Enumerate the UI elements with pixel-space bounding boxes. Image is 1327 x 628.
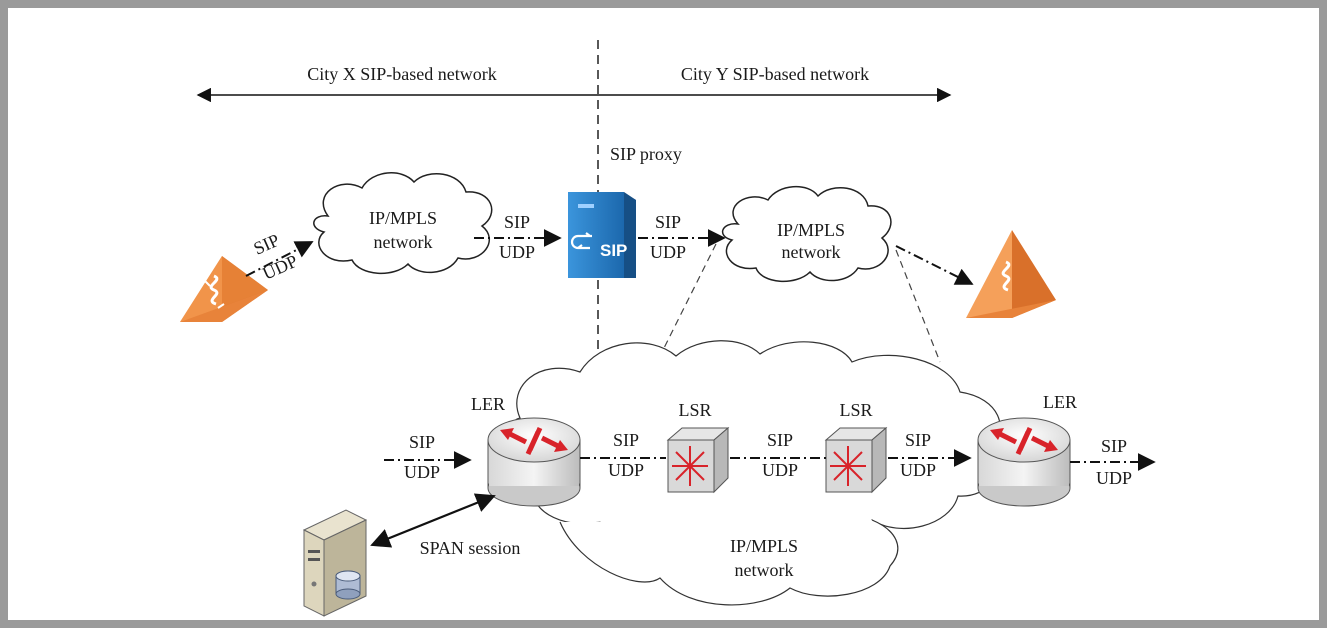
bottom-cloud-line1: IP/MPLS — [730, 536, 798, 556]
span-session-label: SPAN session — [420, 538, 521, 558]
flow-left-endpoint-to-cloud — [245, 241, 314, 277]
flow-egress-udp: UDP — [1096, 468, 1132, 488]
zoom-line-left — [659, 243, 717, 357]
flow2-sip: SIP — [504, 212, 530, 232]
ler-left-router-icon — [487, 417, 581, 507]
left-network-label: City X SIP-based network — [307, 64, 496, 84]
flow-ingress-sip: SIP — [409, 432, 435, 452]
bottom-cloud-line2: network — [735, 560, 794, 580]
proxy-icon-text: SIP — [600, 241, 627, 260]
right-top-cloud — [721, 185, 892, 283]
sip-proxy-label: SIP proxy — [610, 144, 682, 164]
left-cloud-line1: IP/MPLS — [369, 208, 437, 228]
flow-cloud-to-right-endpoint — [895, 245, 974, 285]
right-cloud-line1: IP/MPLS — [777, 220, 845, 240]
flow2-udp: UDP — [499, 242, 535, 262]
left-cloud-line2: network — [374, 232, 433, 252]
span-session-link — [370, 493, 496, 548]
flow3-sip: SIP — [655, 212, 681, 232]
flow-lsr1-lsr2-udp: UDP — [762, 460, 798, 480]
flow-ler-lsr1-udp: UDP — [608, 460, 644, 480]
flow-egress-sip: SIP — [1101, 436, 1127, 456]
ler-right-label: LER — [1043, 392, 1077, 412]
right-endpoint-icon — [966, 230, 1056, 318]
ler-right-router-icon — [977, 417, 1071, 507]
flow-lsr1-lsr2-sip: SIP — [767, 430, 793, 450]
lsr-1-label: LSR — [678, 400, 711, 420]
left-endpoint-icon — [180, 256, 268, 322]
left-top-cloud — [313, 172, 493, 275]
flow-ingress-udp: UDP — [404, 462, 440, 482]
flow-lsr2-ler-sip: SIP — [905, 430, 931, 450]
zoom-line-right — [895, 249, 941, 363]
flow3-udp: UDP — [650, 242, 686, 262]
right-network-label: City Y SIP-based network — [681, 64, 869, 84]
right-cloud-line2: network — [782, 242, 841, 262]
lsr-2-label: LSR — [839, 400, 872, 420]
flow-lsr2-ler-udp: UDP — [900, 460, 936, 480]
lsr-2-switch-icon — [824, 426, 888, 494]
ler-left-label: LER — [471, 394, 505, 414]
lsr-1-switch-icon — [666, 426, 730, 494]
sip-proxy-server-icon: SIP — [568, 192, 636, 278]
flow-ler-lsr1-sip: SIP — [613, 430, 639, 450]
bottom-mpls-cloud — [504, 340, 1001, 606]
capture-server-icon — [302, 509, 368, 617]
